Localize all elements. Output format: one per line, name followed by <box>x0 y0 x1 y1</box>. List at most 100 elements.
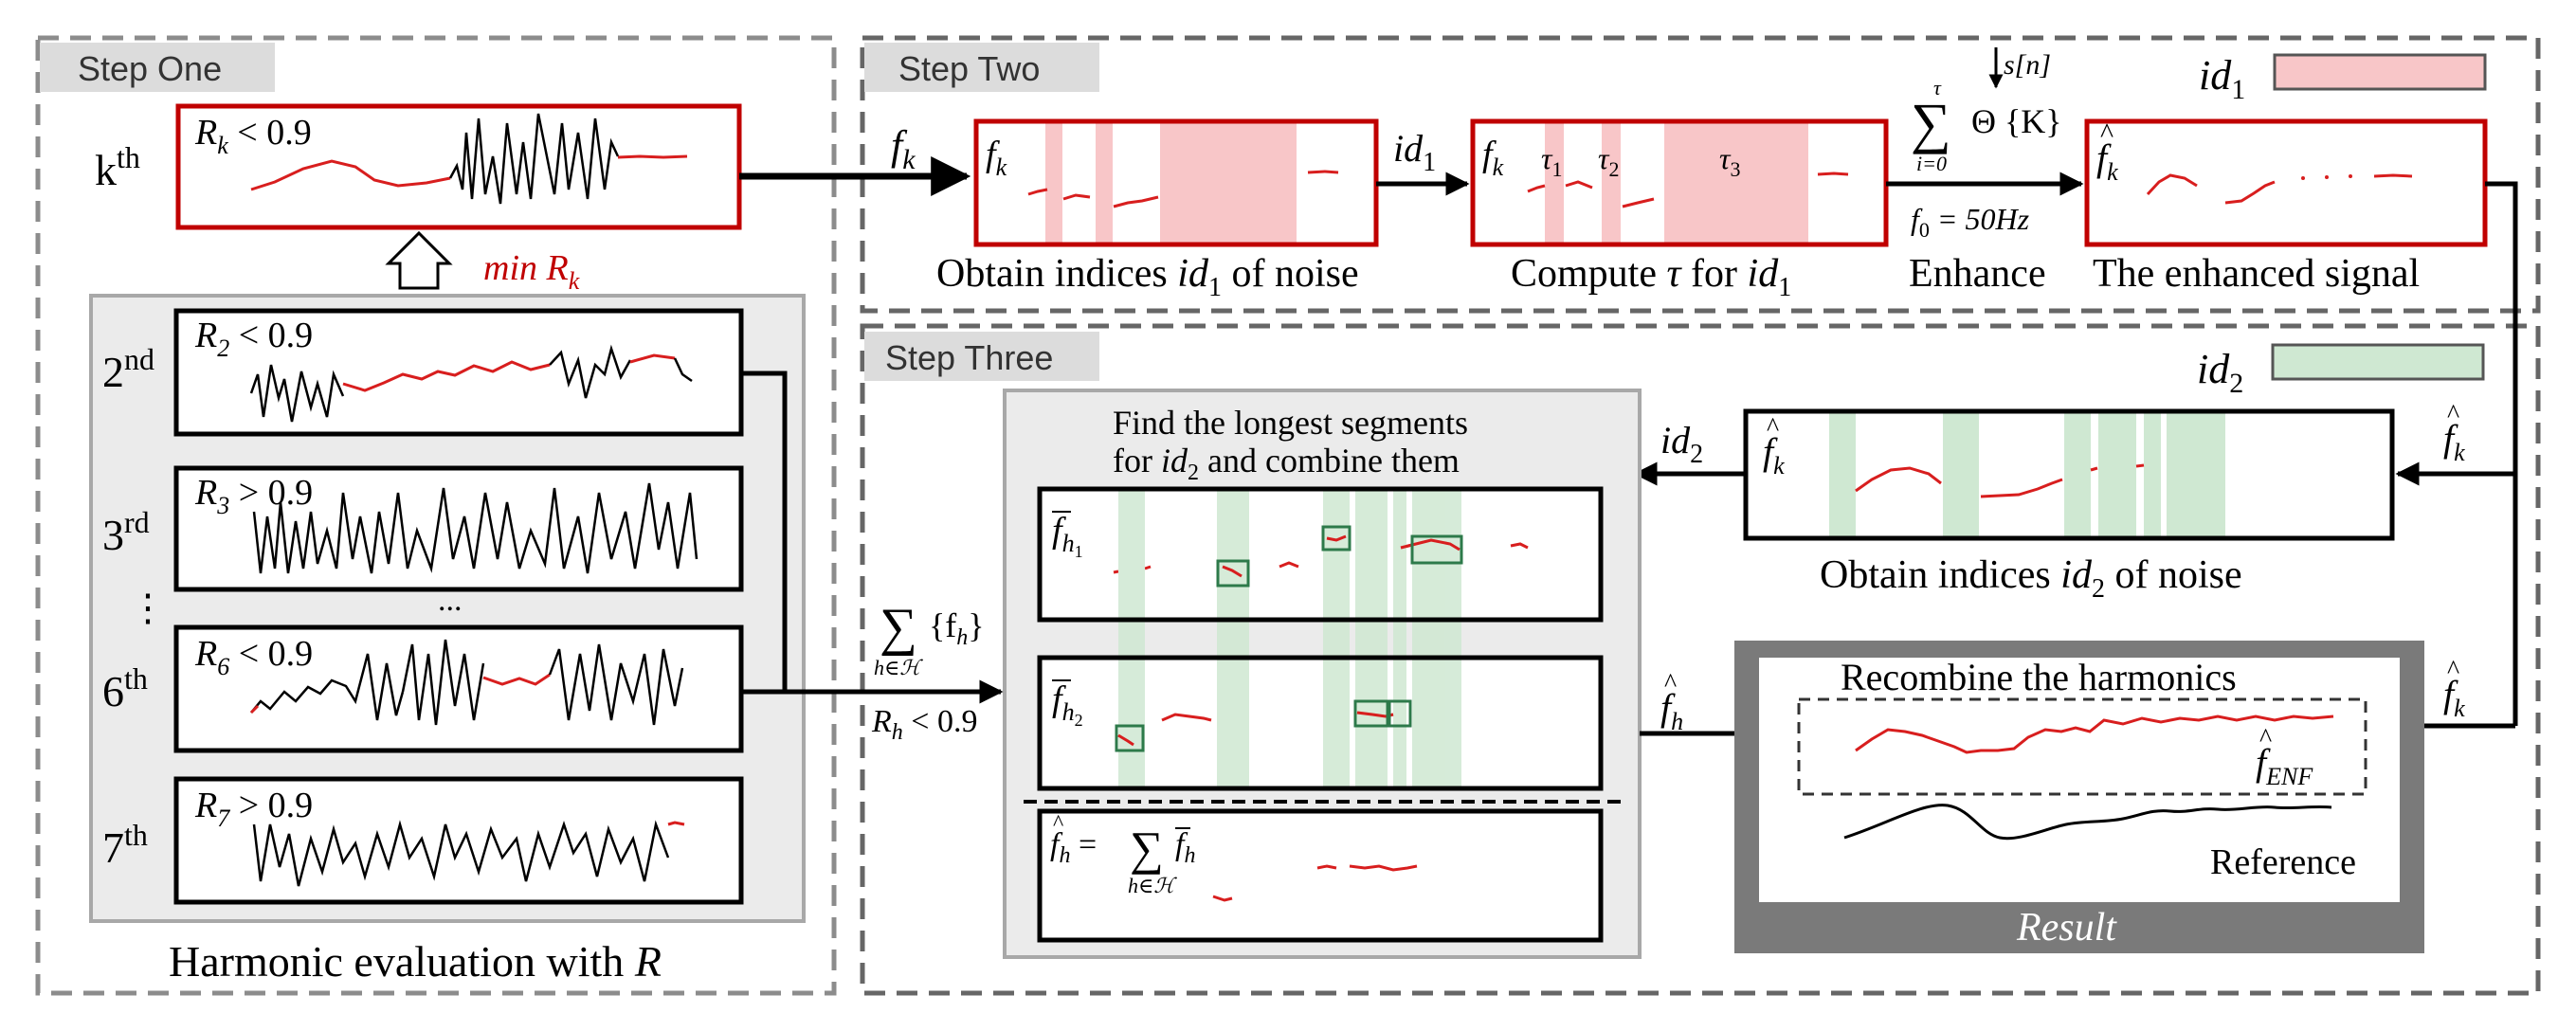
harmonic-2-condition: R2 < 0.9 <box>194 316 313 362</box>
harmonic-7-signal-tail <box>667 821 685 826</box>
enhanced-signal-dot-2 <box>2325 175 2329 179</box>
harmonic-6-signal-noisy-3 <box>548 643 684 726</box>
kth-condition: Rk < 0.9 <box>194 113 312 159</box>
fbar-h2-seg-2 <box>1161 713 1212 722</box>
tau-1-label: τ1 <box>1541 141 1562 181</box>
id2-column-6 <box>1412 489 1461 788</box>
harmonic-6-signal-noisy-1 <box>250 653 405 721</box>
noise-id1-caption: Obtain indices id1 of noise <box>936 252 1359 302</box>
kth-signal <box>250 113 688 205</box>
combine-title-line2: for id2 and combine them <box>1113 442 1460 485</box>
fh-hat-arrow-hat: ^ <box>1664 669 1677 698</box>
fbar-h1-seg-4 <box>1279 561 1299 569</box>
noise-id2-band-3 <box>2064 413 2091 536</box>
compute-tau-signal-4 <box>1817 172 1849 176</box>
legend-id2-label: id2 <box>2197 346 2243 399</box>
harmonic-2-label: 2nd <box>102 342 154 396</box>
harmonic-2-signal-smooth <box>342 360 551 392</box>
noise-id2-hat-mark: ^ <box>1767 413 1779 443</box>
enhance-label: Enhance <box>1909 252 2046 296</box>
step-two-title: Step Two <box>898 49 1040 88</box>
step-one-title: Step One <box>78 49 222 88</box>
noise-id2-band-6 <box>2167 413 2225 536</box>
harmonic-sum-symbol: ∑ <box>880 598 917 657</box>
fbar-h1-seg-7 <box>1510 542 1529 550</box>
noise-id2-caption: Obtain indices id2 of noise <box>1820 553 2242 604</box>
compute-tau-signal-2 <box>1565 180 1593 190</box>
noise-id2-band-2 <box>1943 413 1979 536</box>
step-two-panel: Step Two fk fk Obtain indices id1 of noi… <box>739 35 2541 314</box>
enhance-sum-lower: i=0 <box>1916 152 1947 175</box>
fbar-h2-seg-1-top <box>1117 733 1134 747</box>
enhance-sum-symbol: ∑ <box>1911 92 1951 154</box>
harmonic-2-signal-noisy-2 <box>549 344 632 399</box>
id2-column-4 <box>1355 489 1388 788</box>
result-reference-signal <box>1843 804 2332 841</box>
fh-hat-seg-1 <box>1212 895 1233 902</box>
result-reference-label: Reference <box>2210 842 2356 882</box>
kth-signal-tail <box>617 154 688 159</box>
kth-label: kth <box>95 140 140 194</box>
enhance-sum-upper: τ <box>1933 76 1942 99</box>
harmonic-rh-condition: Rh < 0.9 <box>871 704 977 745</box>
legend-id1-label: id1 <box>2199 52 2245 105</box>
step-two-border <box>860 35 2541 314</box>
compute-tau-signal-1 <box>1527 184 1546 193</box>
harmonic-6-condition: R6 < 0.9 <box>194 634 313 680</box>
harmonic-ellipsis-h: ... <box>438 583 463 618</box>
fbar-h1-seg-6-top <box>1400 538 1460 552</box>
harmonic-7-label: 7th <box>102 818 148 872</box>
kth-signal-noisy <box>448 113 620 205</box>
enhanced-signal-hat: ^ <box>2100 118 2113 149</box>
harmonic-6-signal-tail <box>249 704 260 714</box>
step-one-tab <box>40 43 275 92</box>
step-three-border <box>860 323 2541 996</box>
harmonic-6-signal-noisy-2 <box>401 639 485 726</box>
tau-band-3 <box>1664 123 1808 243</box>
fh-hat-frame <box>1037 808 1604 943</box>
fh-hat-formula-sum: ∑ <box>1130 822 1164 875</box>
result-title: Result <box>2016 906 2117 950</box>
fbar-h1-seg-5-top <box>1326 534 1347 542</box>
combine-title-line1: Find the longest segments <box>1113 404 1468 442</box>
fbar-h2-frame-top <box>1037 655 1604 791</box>
noise-id1-signal-2 <box>1062 193 1091 201</box>
step-one-border <box>35 35 837 996</box>
noise-id2-signal-1 <box>1855 466 1942 493</box>
fk-hat-mark-2: ^ <box>2447 656 2459 685</box>
result-enf-hat: ^ <box>2259 724 2272 753</box>
enhanced-signal-seg-1 <box>2146 173 2198 196</box>
selected-segment-h2-3 <box>1388 699 1412 728</box>
harmonic-2-signal-end <box>673 357 693 383</box>
id1-arrow-label: id1 <box>1393 127 1436 177</box>
compute-tau-signal-3 <box>1622 197 1655 208</box>
step-three-panel: Step Three id2 fk ^ fk ^ fk <box>741 181 2541 996</box>
fh-hat-seg-2 <box>1316 864 1337 870</box>
fbar-h1-seg-1 <box>1113 570 1119 574</box>
harmonic-6-label: 6th <box>102 661 148 715</box>
enhanced-signal-box: fk ^ <box>2084 118 2488 247</box>
noise-id1-fk: fk <box>986 135 1007 181</box>
kth-signal-smooth <box>250 159 451 191</box>
step-two-tab <box>864 43 1099 92</box>
sn-label: s[n] <box>2004 49 2051 81</box>
compute-tau-caption: Compute τ for id1 <box>1511 252 1791 302</box>
step-three-title: Step Three <box>885 338 1053 377</box>
harmonic-sum-body: {fh} <box>929 606 985 650</box>
compute-tau-fk: fk <box>1482 135 1504 181</box>
tau-band-2 <box>1602 123 1621 243</box>
result-enf-signal <box>1855 714 2334 754</box>
min-arrow <box>385 230 453 290</box>
enhance-theta: Θ {K} <box>1971 102 2062 140</box>
noise-id2-band-1 <box>1829 413 1856 536</box>
harmonic-7-condition: R7 > 0.9 <box>194 786 313 832</box>
fh-hat-box: fh = ^ ∑ h∈ℋ fh <box>1037 808 1604 943</box>
enhanced-signal-frame <box>2084 118 2488 247</box>
id2-column-2 <box>1217 489 1249 788</box>
tau-band-1 <box>1545 123 1564 243</box>
noise-id2-box: fk ^ <box>1743 408 2395 541</box>
harmonic-6-signal-smooth <box>482 673 551 686</box>
connector-enhanced-down <box>2485 181 2518 726</box>
noise-id2-signal-3 <box>2090 466 2098 472</box>
